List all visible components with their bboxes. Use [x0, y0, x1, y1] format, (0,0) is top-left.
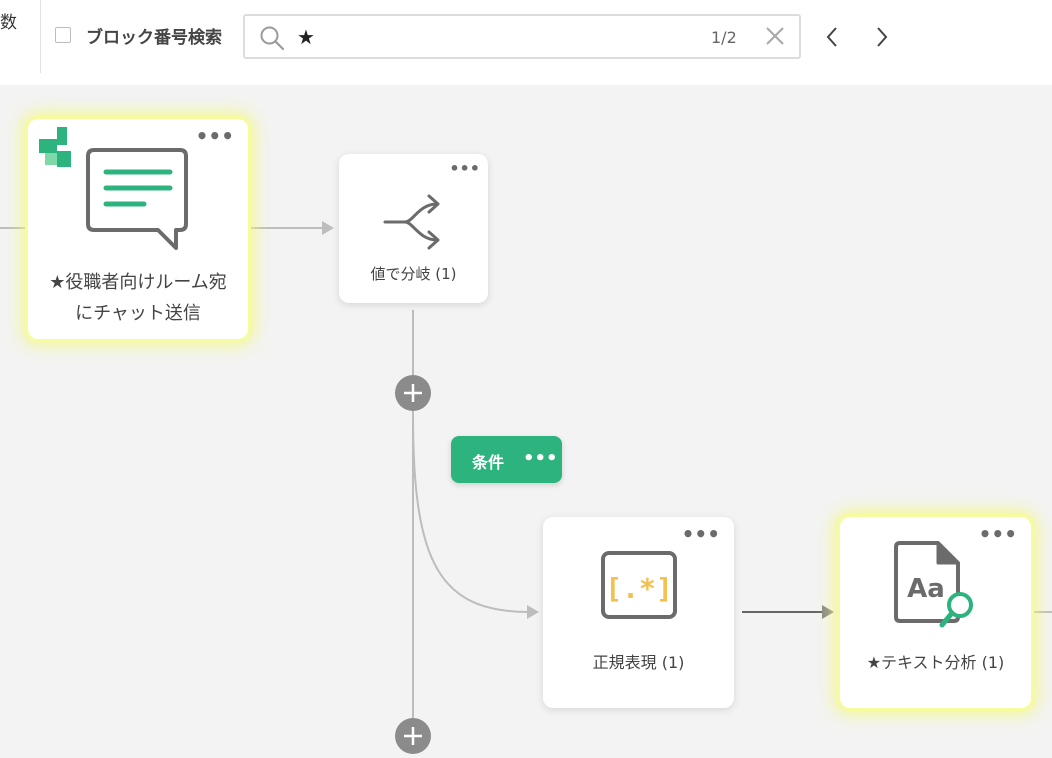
- node-label-line1: ★役職者向けルーム宛: [49, 272, 227, 293]
- plus-icon: [395, 718, 431, 758]
- truncated-label: 数: [0, 13, 17, 33]
- regex-icon: [.*]: [601, 551, 677, 623]
- node-menu-button[interactable]: •••: [978, 522, 1017, 546]
- block-search-label: ブロック番号検索: [86, 28, 222, 48]
- node-label-line2: にチャット送信: [75, 303, 201, 324]
- toolbar: 数 ブロック番号検索 1/2: [0, 0, 1052, 85]
- chatwork-logo-icon: [39, 127, 73, 173]
- node-menu-button[interactable]: •••: [681, 522, 720, 546]
- search-box: 1/2: [243, 14, 801, 59]
- chevron-left-icon[interactable]: [823, 26, 843, 52]
- node-chat-send[interactable]: ••• ★役職者向けルーム宛 にチャット送信: [28, 119, 248, 339]
- workflow-canvas[interactable]: ••• ★役職者向けルーム宛 にチャット送信 ••• 値で分岐 (1): [0, 85, 1052, 754]
- block-search-checkbox[interactable]: [55, 27, 71, 43]
- node-branch[interactable]: ••• 値で分岐 (1): [339, 154, 488, 303]
- text-analysis-icon-text: Aa: [907, 574, 945, 604]
- condition-badge[interactable]: 条件 •••: [451, 436, 562, 483]
- node-regex[interactable]: ••• [.*] 正規表現 (1): [543, 517, 734, 708]
- close-icon[interactable]: [765, 26, 785, 50]
- node-label: 値で分岐 (1): [370, 265, 457, 283]
- search-input[interactable]: [297, 25, 677, 49]
- chevron-right-icon[interactable]: [872, 26, 892, 52]
- chat-bubble-icon: [86, 146, 190, 254]
- node-menu-button[interactable]: •••: [195, 124, 234, 148]
- toolbar-divider: [40, 0, 41, 73]
- add-block-button[interactable]: [395, 375, 431, 411]
- branch-icon: [381, 192, 447, 256]
- add-block-button[interactable]: [395, 718, 431, 754]
- node-menu-button[interactable]: •••: [449, 159, 480, 178]
- node-label: 正規表現 (1): [592, 653, 685, 672]
- plus-icon: [395, 375, 431, 415]
- search-icon: [259, 25, 285, 55]
- node-label: ★テキスト分析 (1): [866, 653, 1005, 672]
- condition-label: 条件: [472, 453, 505, 472]
- text-analysis-icon: Aa: [892, 539, 984, 637]
- regex-icon-text: [.*]: [605, 572, 672, 605]
- search-result-count: 1/2: [711, 28, 737, 47]
- condition-menu-button[interactable]: •••: [523, 448, 558, 469]
- node-text-analysis[interactable]: ••• Aa ★テキスト分析 (1): [840, 517, 1031, 708]
